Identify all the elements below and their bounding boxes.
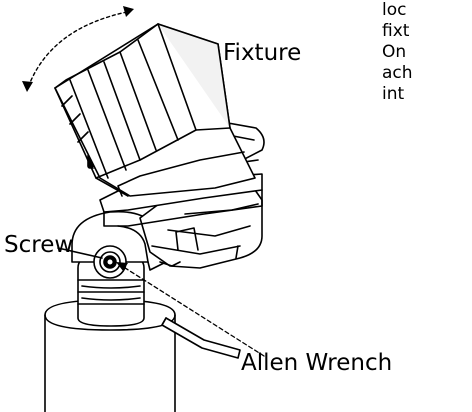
insertion-path bbox=[116, 262, 265, 357]
allen-wrench-label: Allen Wrench bbox=[241, 350, 393, 376]
cropped-instruction-text: loc fixt On ach int bbox=[382, 0, 472, 105]
screw-label: Screw bbox=[4, 232, 74, 258]
instruction-line: int bbox=[382, 84, 405, 104]
instruction-line: On bbox=[382, 42, 407, 62]
fixture-housing bbox=[54, 23, 256, 197]
instruction-line: ach bbox=[382, 63, 413, 83]
allen-wrench bbox=[161, 317, 241, 359]
fixture-label: Fixture bbox=[223, 40, 302, 66]
rotation-arrow bbox=[22, 6, 134, 92]
screw-head bbox=[93, 245, 127, 279]
base-knuckle bbox=[77, 257, 145, 327]
screw-leader bbox=[57, 247, 103, 259]
instruction-line: loc bbox=[382, 0, 407, 20]
instruction-line: fixt bbox=[382, 21, 410, 41]
